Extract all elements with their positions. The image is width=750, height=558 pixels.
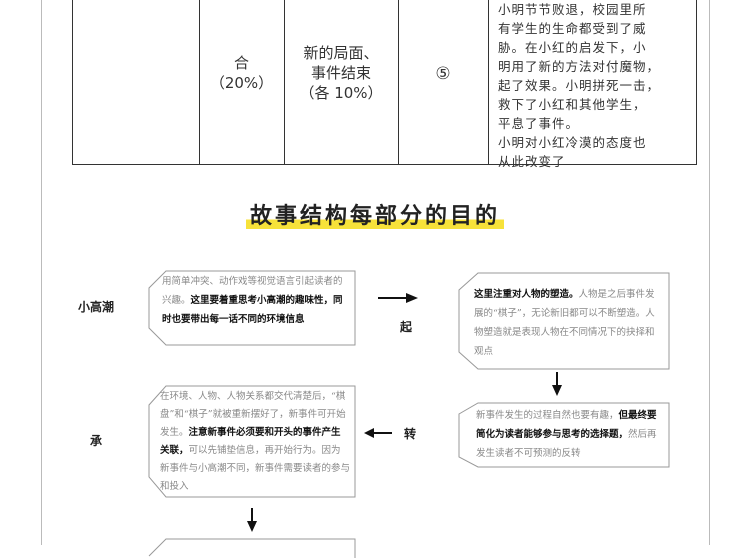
stage-percent: （20%）	[209, 74, 274, 92]
content-cell: 新的局面、 事件结束 （各 10%）	[284, 43, 398, 103]
story-cell: 小明节节败退，校园里所 有学生的生命都受到了威 胁。在小红的启发下，小 明用了新…	[498, 0, 688, 171]
arrow-right-icon	[378, 293, 418, 303]
label-climax: 小高潮	[78, 300, 115, 314]
page-edge-left	[41, 0, 42, 545]
arrow-down-icon	[247, 508, 257, 532]
next-box-partial	[148, 538, 356, 558]
box-shape	[458, 402, 670, 468]
box-text-bold: 这里注重对人物的塑造。	[474, 289, 579, 300]
climax-box: 用简单冲突、动作戏等视觉语言引起读者的兴趣。这里要着重思考小高潮的趣味性，同时也…	[148, 270, 356, 346]
story-line: 胁。在小红的启发下，小	[498, 40, 647, 55]
table-divider	[199, 0, 200, 164]
story-line: 小明节节败退，校园里所	[498, 2, 647, 17]
story-line: 从此改变了	[498, 154, 566, 169]
story-line: 救下了小红和其他学生，	[498, 97, 647, 112]
box-shape	[148, 270, 356, 346]
box-text: 人物是之后事件发展的“棋子”，无论新旧都可以不断塑造。人物塑造就是表现人物在不同…	[474, 289, 655, 357]
zhuan-box: 新事件发生的过程自然也要有趣，但最终要简化为读者能够参与思考的选择题，然后再发生…	[458, 402, 670, 468]
box-text: 用简单冲突、动作戏等视觉语言引起读者的兴趣。	[162, 276, 343, 306]
content-line: （各 10%）	[299, 84, 383, 102]
story-line: 起了效果。小明拼死一击，	[498, 78, 661, 93]
marker-cell: ⑤	[435, 64, 451, 84]
label-zhuan: 转	[404, 427, 417, 441]
box-shape	[148, 538, 356, 558]
arrow-left-icon	[364, 428, 392, 438]
box-shape	[458, 272, 670, 370]
story-line: 明用了新的方法对付魔物，	[498, 59, 661, 74]
table-divider	[488, 0, 489, 164]
table-divider	[284, 0, 285, 164]
content-line: 新的局面、	[303, 44, 379, 62]
box-text: 然后再发生读者不可预测的反转	[476, 429, 657, 459]
box-text: 在环境、人物、人物关系都交代清楚后，“棋盘”和“棋子”就被重新摆好了，新事件可开…	[160, 391, 346, 438]
story-line: 小明对小红冷漠的态度也	[498, 135, 647, 150]
box-shape	[148, 385, 356, 498]
story-structure-table: 合 （20%） 新的局面、 事件结束 （各 10%） ⑤	[72, 0, 697, 165]
label-qi: 起	[400, 320, 413, 334]
table-divider	[398, 0, 399, 164]
arrow-down-icon	[552, 372, 562, 396]
section-title: 故事结构每部分的目的	[0, 198, 750, 230]
story-line: 平息了事件。	[498, 116, 580, 131]
label-cheng: 承	[90, 434, 103, 448]
story-line: 有学生的生命都受到了威	[498, 21, 647, 36]
content-line: 事件结束	[310, 64, 371, 82]
stage-cell: 合 （20%）	[199, 53, 284, 93]
qi-box: 这里注重对人物的塑造。人物是之后事件发展的“棋子”，无论新旧都可以不断塑造。人物…	[458, 272, 670, 370]
box-text: 新事件发生的过程自然也要有趣，	[476, 410, 619, 421]
stage-name: 合	[233, 54, 249, 72]
section-title-text: 故事结构每部分的目的	[245, 204, 504, 229]
box-text-bold: 但最终要简化为读者能够参与思考的选择题，	[476, 410, 657, 440]
box-text: 可以先铺垫信息，再开始行为。因为新事件与小高潮不同，新事件需要读者的参与和投入	[160, 445, 351, 492]
page-edge-right	[709, 0, 710, 545]
box-text-bold: 这里要着重思考小高潮的趣味性，同时也要带出每一话不同的环境信息	[162, 295, 343, 325]
cheng-box: 在环境、人物、人物关系都交代清楚后，“棋盘”和“棋子”就被重新摆好了，新事件可开…	[148, 385, 356, 498]
box-text-bold: 注意新事件必须要和开头的事件产生关联，	[160, 427, 341, 456]
